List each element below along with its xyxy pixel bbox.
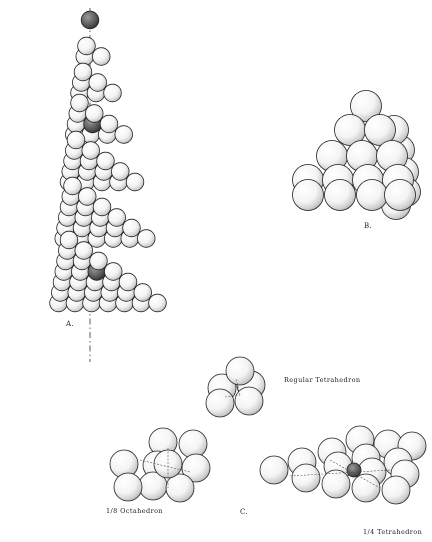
sphere: [291, 463, 321, 493]
panel-label-c: C.: [240, 508, 248, 516]
sphere: [92, 197, 112, 217]
sphere: [350, 90, 382, 122]
sphere: [205, 388, 235, 418]
edge-line: [289, 469, 391, 477]
sphere: [88, 73, 107, 92]
sphere: [96, 151, 115, 171]
sphere: [178, 429, 208, 459]
sphere: [324, 179, 356, 211]
eighth-octahedron-figure: [109, 427, 211, 503]
sphere: [259, 455, 289, 485]
sphere: [107, 208, 126, 227]
caption-quarter-tetrahedron: 1/4 Tetrahedron: [363, 528, 423, 536]
caption-eighth-octahedron: 1/8 Octahedron: [106, 507, 163, 515]
sphere: [381, 475, 411, 505]
edge-line: [329, 459, 381, 489]
sphere: [165, 473, 195, 503]
sphere: [81, 141, 100, 160]
sphere: [133, 283, 152, 302]
sphere: [321, 469, 351, 499]
sphere: [351, 473, 381, 503]
sphere: [77, 36, 96, 56]
edge-line: [139, 459, 191, 473]
stacked-layers-figure-a: [49, 10, 167, 313]
sphere: [137, 229, 156, 248]
sphere: [384, 179, 416, 211]
sphere: [356, 179, 388, 211]
sphere: [114, 125, 133, 144]
edge-line: [224, 394, 241, 398]
sphere: [59, 230, 79, 250]
sphere: [125, 172, 145, 192]
sphere: [364, 114, 396, 146]
sphere: [99, 114, 119, 134]
sphere: [122, 218, 141, 238]
panel-label-b: B.: [364, 222, 372, 230]
sphere: [63, 176, 82, 196]
sphere: [111, 162, 130, 181]
edge-line: [235, 377, 241, 396]
sphere: [74, 241, 93, 260]
sphere: [89, 251, 108, 271]
panel-label-a: A.: [66, 320, 74, 328]
tetrahedral-pile-figure-b: [292, 90, 421, 220]
sphere: [118, 272, 138, 292]
sphere: [70, 93, 89, 113]
sphere: [103, 83, 122, 103]
sphere: [92, 47, 111, 66]
sphere: [78, 187, 97, 206]
marked-sphere: [346, 462, 362, 478]
sphere: [104, 262, 123, 281]
sphere: [148, 293, 167, 313]
sphere: [66, 130, 86, 150]
sphere: [113, 472, 143, 502]
quarter-tetrahedron-figure: [259, 425, 427, 505]
sphere: [73, 62, 93, 82]
sphere: [85, 104, 104, 123]
caption-regular-tetrahedron: Regular Tetrahedron: [284, 376, 361, 384]
marked-sphere: [80, 10, 100, 30]
sphere: [292, 179, 324, 211]
regular-tetrahedron-figure: [205, 356, 266, 418]
sphere: [234, 386, 264, 416]
sphere: [181, 453, 211, 483]
sphere: [225, 356, 255, 386]
